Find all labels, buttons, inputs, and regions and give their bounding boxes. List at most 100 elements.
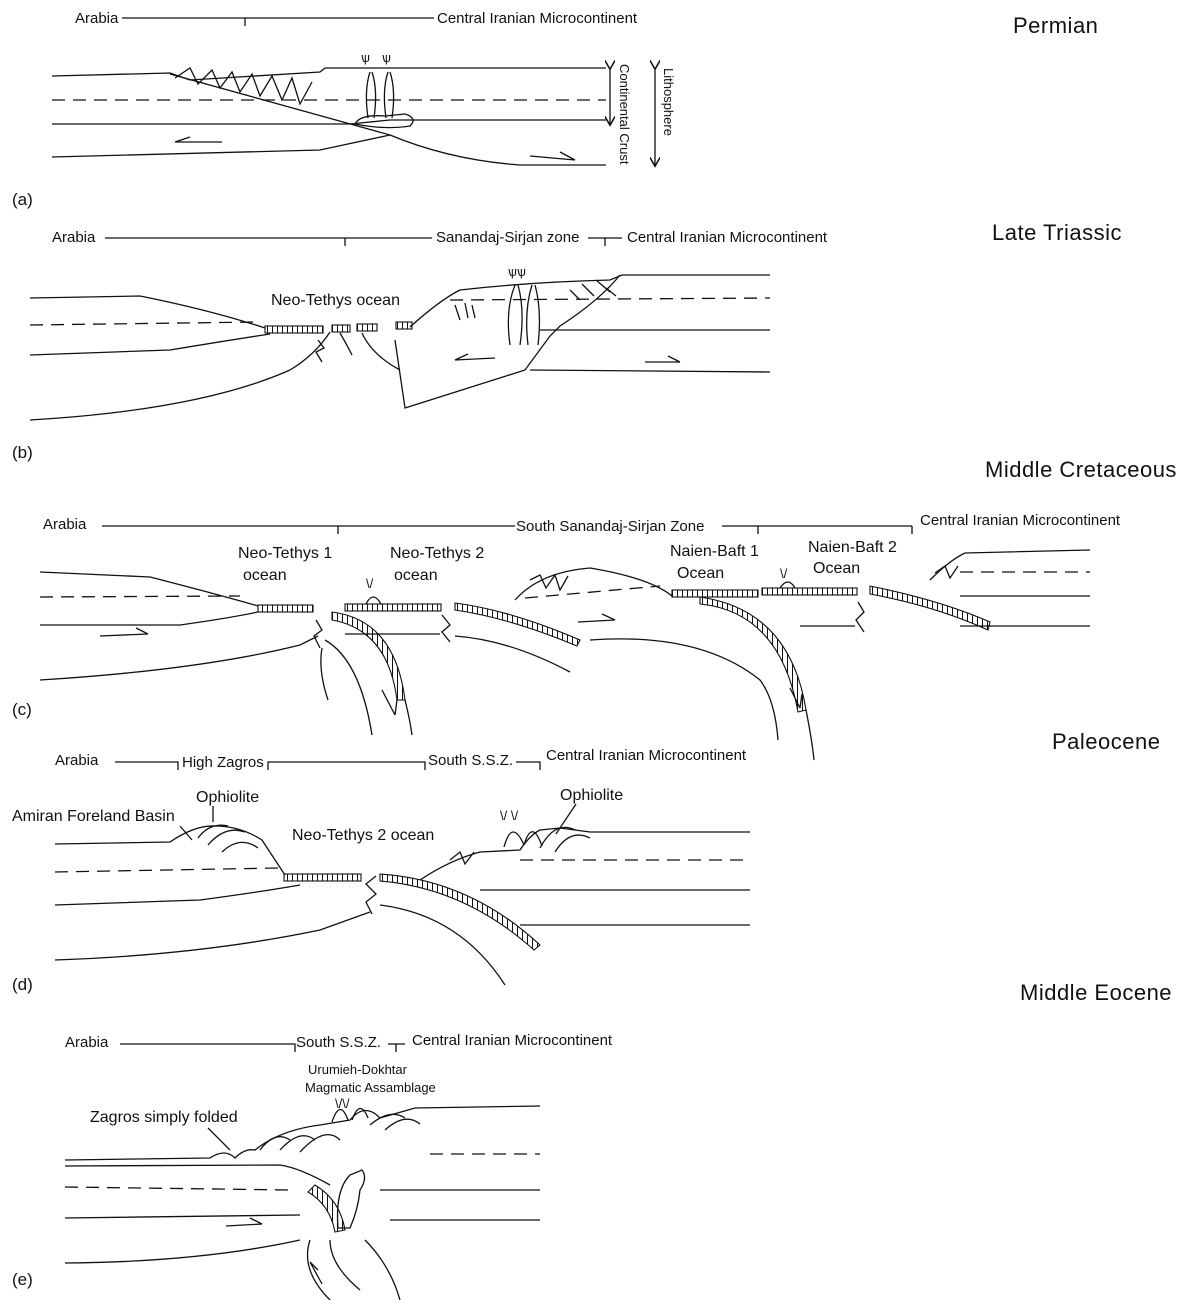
panel-b: Late Triassic Arabia Sanandaj-Sirjan zon… xyxy=(12,220,1122,462)
ridge xyxy=(366,876,376,914)
panel-b-zone-3: Central Iranian Microcontinent xyxy=(627,229,828,246)
nt1-label-2: ocean xyxy=(243,567,287,584)
lith-base xyxy=(530,370,770,372)
ssz-layers xyxy=(480,890,750,925)
panel-e: Middle Eocene Arabia South S.S.Z. Centra… xyxy=(12,980,1172,1300)
panel-b-id: (b) xyxy=(12,443,33,462)
panel-c-zone-1: Arabia xyxy=(43,516,87,533)
oceanic-crust xyxy=(396,322,412,329)
slab-base xyxy=(455,636,570,672)
zagros-label: Zagros simply folded xyxy=(90,1109,238,1126)
detachment-fault xyxy=(170,74,390,135)
seamount xyxy=(366,597,381,604)
nt1-label: Neo-Tethys 1 xyxy=(238,545,332,562)
panel-a-id: (a) xyxy=(12,190,33,209)
nb2-label: Naien-Baft 2 xyxy=(808,539,897,556)
oceanic-crust xyxy=(672,590,758,597)
oceanic-crust xyxy=(345,604,441,611)
nb1-label-2: Ocean xyxy=(677,565,724,582)
seamount xyxy=(780,582,795,588)
slab-nt2 xyxy=(455,603,580,646)
zone-line xyxy=(115,762,178,770)
panel-a-zone-1: Arabia xyxy=(75,10,119,27)
panel-d-zone-2: High Zagros xyxy=(182,754,264,771)
surface-line xyxy=(52,68,606,80)
pointer xyxy=(208,1128,230,1150)
panel-a-zone-2: Central Iranian Microcontinent xyxy=(437,10,638,27)
panel-d-id: (d) xyxy=(12,975,33,994)
crust-dash xyxy=(55,868,280,872)
crust-dash xyxy=(30,322,258,325)
panel-a-period: Permian xyxy=(1013,13,1098,38)
slab-outline xyxy=(308,1240,401,1300)
surface-2 xyxy=(65,1165,330,1185)
panel-e-zone-2: South S.S.Z. xyxy=(296,1034,381,1051)
slab-nb2 xyxy=(870,586,990,630)
oceanic-crust xyxy=(265,326,323,333)
ophiolite-label-2: Ophiolite xyxy=(560,787,623,804)
crust-dash xyxy=(40,596,240,597)
dykes xyxy=(455,303,475,320)
zone-line xyxy=(388,1044,405,1052)
ssz-block xyxy=(395,275,620,408)
panel-b-zone-2: Sanandaj-Sirjan zone xyxy=(436,229,579,246)
ridge xyxy=(856,602,864,632)
panel-a: Permian Arabia Central Iranian Microcont… xyxy=(12,10,1098,209)
ophiolite-nappes xyxy=(198,825,258,852)
crust-dash xyxy=(450,298,770,300)
panel-e-id: (e) xyxy=(12,1270,33,1289)
slab xyxy=(308,1185,345,1232)
crust-dash xyxy=(65,1187,290,1190)
thrust-teeth xyxy=(450,827,590,864)
oceanic-crust xyxy=(332,325,350,332)
volcano-icon: ѱ xyxy=(382,50,391,65)
nt2-label-2: ocean xyxy=(394,567,438,584)
zone-line xyxy=(268,762,425,770)
volcano-icon: ѱ xyxy=(361,50,370,65)
layers xyxy=(65,1190,540,1220)
ridge xyxy=(316,333,400,370)
panel-c: Middle Cretaceous Arabia South Sanandaj-… xyxy=(12,457,1177,760)
nb1-label: Naien-Baft 1 xyxy=(670,543,759,560)
arabia-surface xyxy=(40,572,258,606)
conduit-2 xyxy=(384,72,393,118)
arrow-right xyxy=(645,356,680,362)
arrow-right xyxy=(226,1218,262,1226)
panel-d-zone-3: South S.S.Z. xyxy=(428,752,513,769)
conduits xyxy=(508,285,539,345)
zone-line xyxy=(516,762,540,770)
panel-e-zone-3: Central Iranian Microcontinent xyxy=(412,1032,613,1049)
volcano-icon: \/\/ xyxy=(335,1096,350,1111)
neo-tethys2-label: Neo-Tethys 2 ocean xyxy=(292,827,434,844)
amiran-label: Amiran Foreland Basin xyxy=(12,808,175,825)
ssz-surface xyxy=(410,275,770,327)
panel-d-zone-4: Central Iranian Microcontinent xyxy=(546,747,747,764)
lithosphere-label: Lithosphere xyxy=(661,68,676,136)
arabia-moho xyxy=(30,334,270,355)
moho-line xyxy=(52,120,606,124)
panel-c-id: (c) xyxy=(12,700,32,719)
volcano-icon: \/ xyxy=(366,576,374,591)
volcano-icon: \/ \/ xyxy=(500,808,518,823)
panel-b-period: Late Triassic xyxy=(992,220,1122,245)
panel-d: Paleocene Arabia High Zagros South S.S.Z… xyxy=(12,729,1160,994)
neo-tethys-label: Neo-Tethys ocean xyxy=(271,292,400,309)
arrow-right xyxy=(100,628,148,636)
lith-base xyxy=(65,1240,300,1263)
subduction-arrow xyxy=(382,690,397,715)
panel-b-zone-1: Arabia xyxy=(52,229,96,246)
volcano-icon: \/ xyxy=(780,566,788,581)
slab xyxy=(380,874,540,950)
panel-e-zone-1: Arabia xyxy=(65,1034,109,1051)
arrow-left xyxy=(455,354,495,360)
arabia-surface xyxy=(55,826,285,875)
continental-crust-label: Continental Crust xyxy=(617,64,632,165)
plate-arrow-left xyxy=(175,137,222,142)
slab-base xyxy=(380,905,505,985)
oceanic-crust xyxy=(762,588,857,595)
panel-d-zone-1: Arabia xyxy=(55,752,99,769)
uda-label-2: Magmatic Assamblage xyxy=(305,1080,436,1095)
arabia-lith xyxy=(40,636,318,680)
ridge xyxy=(314,620,328,700)
